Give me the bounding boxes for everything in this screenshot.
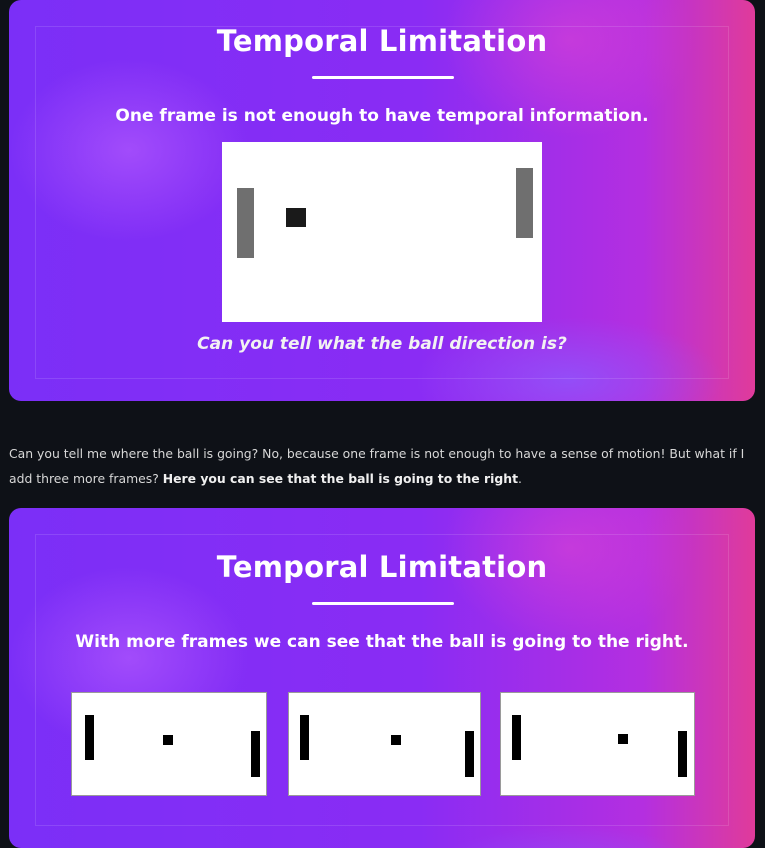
right-paddle	[516, 168, 533, 238]
ball	[286, 208, 306, 227]
left-paddle	[300, 715, 309, 760]
right-paddle	[678, 731, 687, 777]
ball	[391, 735, 401, 745]
title-underline	[312, 602, 454, 605]
right-paddle	[465, 731, 474, 777]
ball	[163, 735, 173, 745]
paragraph-text-end: .	[518, 471, 522, 487]
pong-frame-1	[71, 692, 267, 796]
slide-title: Temporal Limitation	[216, 550, 548, 584]
title-underline	[312, 76, 454, 79]
body-paragraph: Can you tell me where the ball is going?…	[9, 441, 754, 491]
pong-frame-3	[500, 692, 695, 796]
left-paddle	[85, 715, 94, 760]
pong-frame	[222, 142, 542, 322]
ball	[618, 734, 628, 744]
right-paddle	[251, 731, 260, 777]
slide-title: Temporal Limitation	[216, 24, 548, 58]
slide-caption: Can you tell what the ball direction is?	[197, 334, 567, 354]
pong-frame-2	[288, 692, 481, 796]
slide-temporal-limitation-single-frame: Temporal Limitation One frame is not eno…	[9, 0, 755, 401]
left-paddle	[237, 188, 254, 258]
paragraph-bold-text: Here you can see that the ball is going …	[162, 471, 518, 487]
paragraph-text-start: Can you tell me where the ball is going?…	[9, 446, 745, 487]
left-paddle	[512, 715, 521, 760]
slide-temporal-limitation-multiple-frames: Temporal Limitation With more frames we …	[9, 508, 755, 848]
slide-subtitle: One frame is not enough to have temporal…	[115, 106, 649, 126]
slide-subtitle: With more frames we can see that the bal…	[75, 632, 689, 652]
